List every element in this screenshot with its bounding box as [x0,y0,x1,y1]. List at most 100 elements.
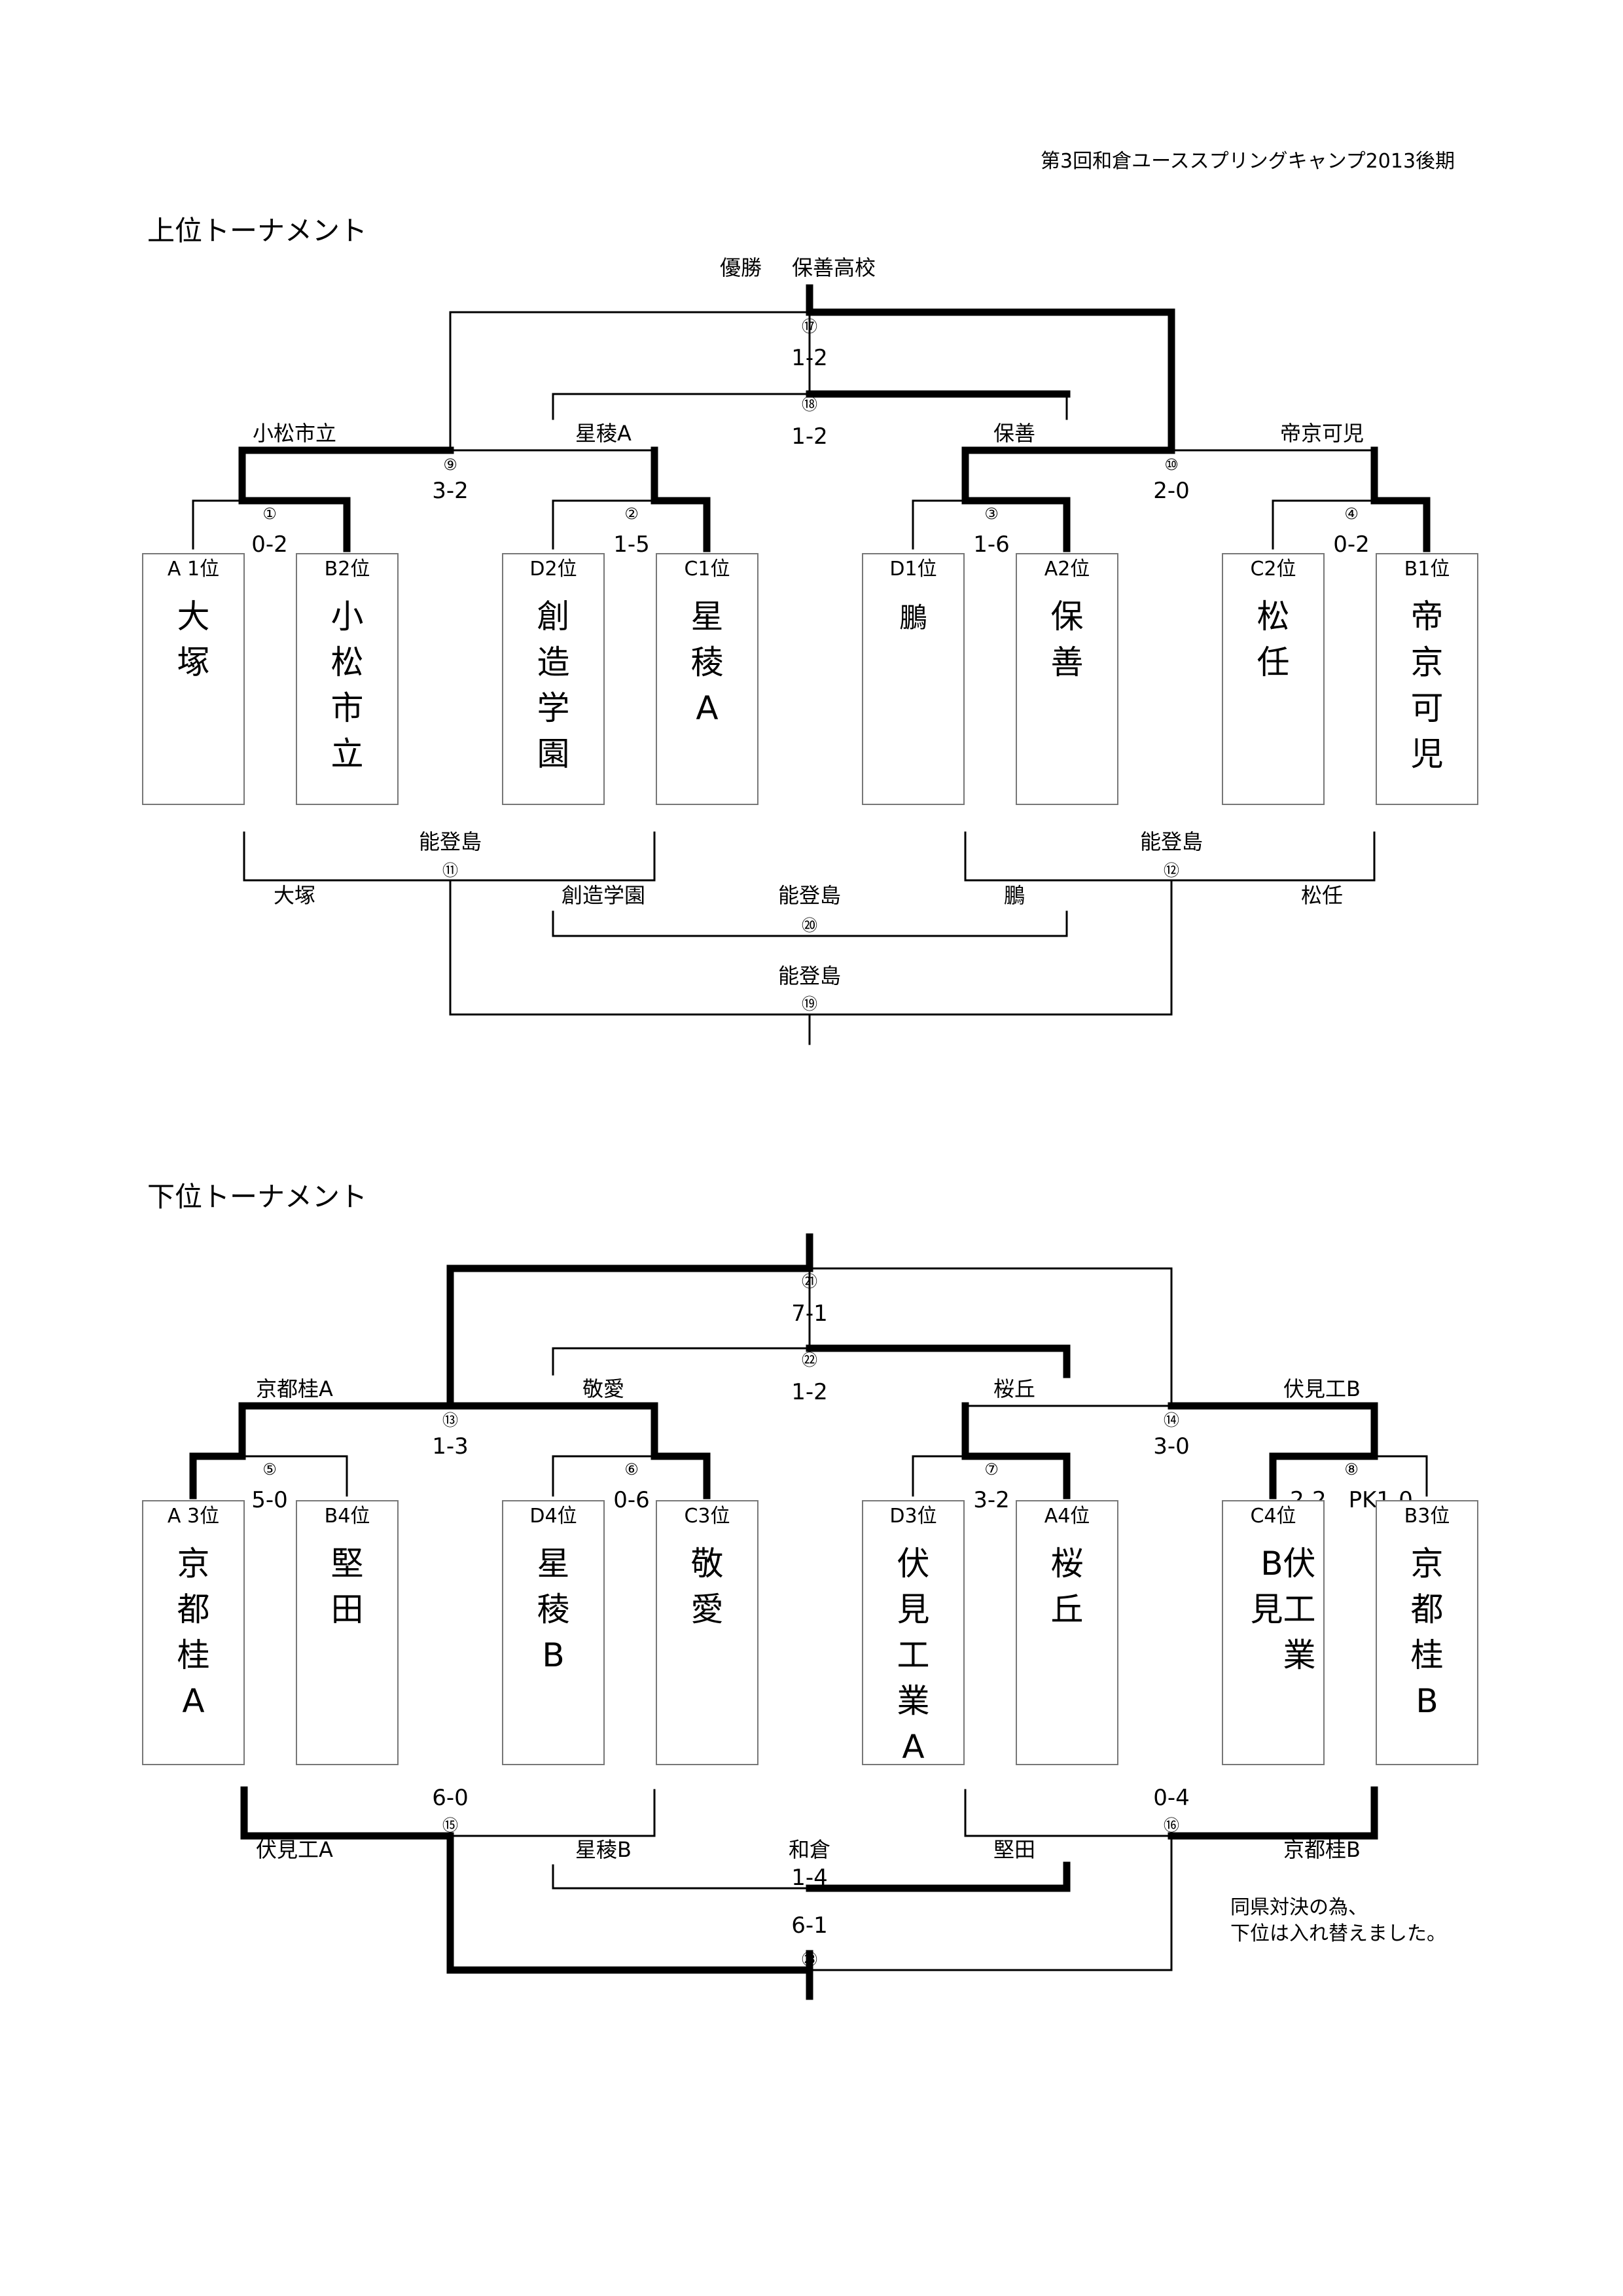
match-11-venue: 能登島 [418,829,482,854]
match-15-right-team: 星稜B [575,1837,632,1862]
team-box-upper-6: A2位 保善 [1016,553,1118,805]
team-box-lower-1: A 3位 京都桂A [142,1500,245,1765]
match-13-score: 1-3 [432,1433,469,1460]
match-12-left-team: 鵬 [1003,883,1026,908]
match-21-number: ㉑ [802,1272,817,1291]
team-name: 創造学園 [537,598,570,773]
match-3-score: 1-6 [973,531,1010,558]
match-14-right-team: 伏見工B [1283,1376,1361,1401]
match-18-score: 1-2 [791,423,828,450]
match-19-venue: 能登島 [777,963,842,988]
match-2-number: ② [624,505,639,523]
match-13-left-team: 京都桂A [256,1376,333,1401]
team-box-lower-7: C4位 B伏見工業 [1222,1500,1325,1765]
team-name: 桜丘 [1050,1545,1084,1628]
team-name: 京都桂B [1410,1545,1444,1720]
team-seed: A 3位 [167,1505,220,1528]
match-13-right-team: 敬愛 [582,1376,625,1401]
match-21-score: 7-1 [791,1300,828,1327]
match-1-number: ① [262,505,277,523]
match-7-number: ⑦ [984,1460,999,1479]
team-box-upper-4: C1位 星稜A [656,553,758,805]
match-20-number: ⑳ [802,916,817,935]
match-3-number: ③ [984,505,999,523]
match-9-number: ⑨ [443,456,457,474]
team-box-lower-8: B3位 京都桂B [1376,1500,1478,1765]
match-13-number: ⑬ [442,1411,458,1429]
team-name: 松任 [1257,598,1290,681]
team-name: 大塚 [177,598,210,681]
team-box-lower-2: B4位 堅田 [296,1500,399,1765]
match-5-number: ⑤ [262,1460,277,1479]
team-name: B伏見工業 [1250,1545,1316,1674]
team-seed: D2位 [529,558,577,581]
team-name: 敬愛 [690,1545,724,1628]
match-6-number: ⑥ [624,1460,639,1479]
match-11-number: ⑪ [442,861,458,880]
match-4-number: ④ [1344,505,1359,523]
match-15-score: 6-0 [432,1785,469,1811]
champion-label: 優勝 [720,255,762,280]
team-seed: B1位 [1404,558,1450,581]
team-seed: C2位 [1250,558,1296,581]
match-24-venue: 和倉 [788,1837,831,1862]
team-seed: C3位 [684,1505,730,1528]
match-23-score: 6-1 [791,1912,828,1939]
match-16-right-team: 京都桂B [1283,1837,1361,1862]
match-10-score: 2-0 [1153,478,1190,504]
match-20-venue: 能登島 [777,883,842,908]
match-9-score: 3-2 [432,478,469,504]
match-9-right-team: 星稜A [575,421,632,446]
team-box-upper-5: D1位 鵬 [862,553,965,805]
match-16-score: 0-4 [1153,1785,1190,1811]
match-2-score: 1-5 [613,531,650,558]
team-box-upper-2: B2位 小松市立 [296,553,399,805]
team-seed: D1位 [889,558,937,581]
match-6-score: 0-6 [613,1487,650,1513]
team-seed: A 1位 [167,558,220,581]
match-18-number: ⑱ [802,395,817,414]
team-name: 星稜A [690,598,724,727]
team-seed: D3位 [889,1505,937,1528]
match-24-score: 1-4 [791,1865,828,1891]
match-11-right-team: 創造学園 [561,883,646,908]
match-5-score: 5-0 [251,1487,288,1513]
document-header: 第3回和倉ユーススプリングキャンプ2013後期 [1041,150,1455,173]
match-14-number: ⑭ [1164,1411,1179,1429]
match-19-number: ⑲ [802,995,817,1013]
match-7-score: 3-2 [973,1487,1010,1513]
match-14-score: 3-0 [1153,1433,1190,1460]
match-12-venue: 能登島 [1139,829,1204,854]
team-box-upper-1: A 1位 大塚 [142,553,245,805]
match-8-number: ⑧ [1344,1460,1359,1479]
team-box-upper-7: C2位 松任 [1222,553,1325,805]
match-1-score: 0-2 [251,531,288,558]
match-15-number: ⑮ [442,1816,458,1835]
note-text: 同県対決の為、 下位は入れ替えました。 [1230,1896,1446,1945]
match-10-left-team: 保善 [993,421,1036,446]
match-10-right-team: 帝京可児 [1279,421,1364,446]
team-name: 星稜B [537,1545,570,1674]
match-9-left-team: 小松市立 [252,421,337,446]
match-11-left-team: 大塚 [273,883,316,908]
team-name: 鵬 [899,601,927,634]
team-box-lower-5: D3位 伏見工業A [862,1500,965,1766]
champion-name: 保善高校 [792,255,876,280]
team-name: 堅田 [330,1545,364,1628]
match-10-number: ⑩ [1164,456,1179,474]
team-seed: C1位 [684,558,730,581]
team-name: 京都桂A [177,1545,210,1720]
team-seed: D4位 [529,1505,577,1528]
team-seed: A2位 [1044,558,1090,581]
team-box-upper-8: B1位 帝京可児 [1376,553,1478,805]
match-16-left-team: 堅田 [993,1837,1036,1862]
team-box-lower-6: A4位 桜丘 [1016,1500,1118,1765]
team-box-lower-3: D4位 星稜B [502,1500,605,1765]
match-16-number: ⑯ [1164,1816,1179,1835]
match-17-score: 1-2 [791,345,828,371]
team-box-upper-3: D2位 創造学園 [502,553,605,805]
match-22-number: ㉒ [802,1351,817,1369]
team-box-lower-4: C3位 敬愛 [656,1500,758,1765]
team-seed: B2位 [324,558,370,581]
